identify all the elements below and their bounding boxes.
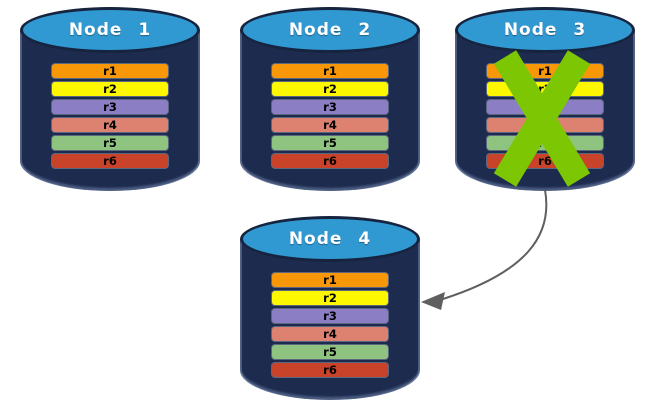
- replica-row-r5: r5: [272, 136, 388, 150]
- replica-row-r4: r4: [487, 118, 603, 132]
- replica-row-r3: r3: [272, 309, 388, 323]
- arrow-curve: [442, 189, 548, 300]
- cylinder-top: Node 3: [455, 7, 635, 53]
- replica-rows: r1 r2 r3 r4 r5 r6: [272, 273, 388, 381]
- replica-row-r2: r2: [272, 291, 388, 305]
- node-1-cylinder: Node 1 r1 r2 r3 r4 r5 r6: [20, 7, 200, 191]
- replica-row-r1: r1: [52, 64, 168, 78]
- replica-rows: r1 r2 r3 r4 r5 r6: [272, 64, 388, 172]
- replica-row-r4: r4: [272, 327, 388, 341]
- replica-row-r5: r5: [272, 345, 388, 359]
- replica-row-r1: r1: [272, 273, 388, 287]
- replica-row-r1: r1: [272, 64, 388, 78]
- replica-row-r2: r2: [52, 82, 168, 96]
- node-title: Node 2: [288, 20, 372, 40]
- replica-row-r3: r3: [487, 100, 603, 114]
- cylinder-top: Node 4: [240, 216, 420, 262]
- replica-row-r4: r4: [272, 118, 388, 132]
- node-3-cylinder: Node 3 r1 r2 r3 r4 r5 r6: [455, 7, 635, 191]
- replica-row-r1: r1: [487, 64, 603, 78]
- replica-row-r2: r2: [487, 82, 603, 96]
- replica-row-r5: r5: [487, 136, 603, 150]
- cylinder-top: Node 2: [240, 7, 420, 53]
- replica-row-r3: r3: [52, 100, 168, 114]
- node-title: Node 4: [288, 229, 372, 249]
- replica-row-r6: r6: [272, 363, 388, 377]
- node-title: Node 3: [503, 20, 587, 40]
- node-4-cylinder: Node 4 r1 r2 r3 r4 r5 r6: [240, 216, 420, 400]
- replica-row-r6: r6: [487, 154, 603, 168]
- replica-row-r5: r5: [52, 136, 168, 150]
- replica-rows: r1 r2 r3 r4 r5 r6: [487, 64, 603, 172]
- replica-row-r4: r4: [52, 118, 168, 132]
- replica-row-r2: r2: [272, 82, 388, 96]
- cylinder-top: Node 1: [20, 7, 200, 53]
- node-2-cylinder: Node 2 r1 r2 r3 r4 r5 r6: [240, 7, 420, 191]
- replica-row-r6: r6: [52, 154, 168, 168]
- replica-row-r6: r6: [272, 154, 388, 168]
- replica-row-r3: r3: [272, 100, 388, 114]
- replica-rows: r1 r2 r3 r4 r5 r6: [52, 64, 168, 172]
- node-title: Node 1: [68, 20, 152, 40]
- arrowhead-icon: [421, 292, 445, 310]
